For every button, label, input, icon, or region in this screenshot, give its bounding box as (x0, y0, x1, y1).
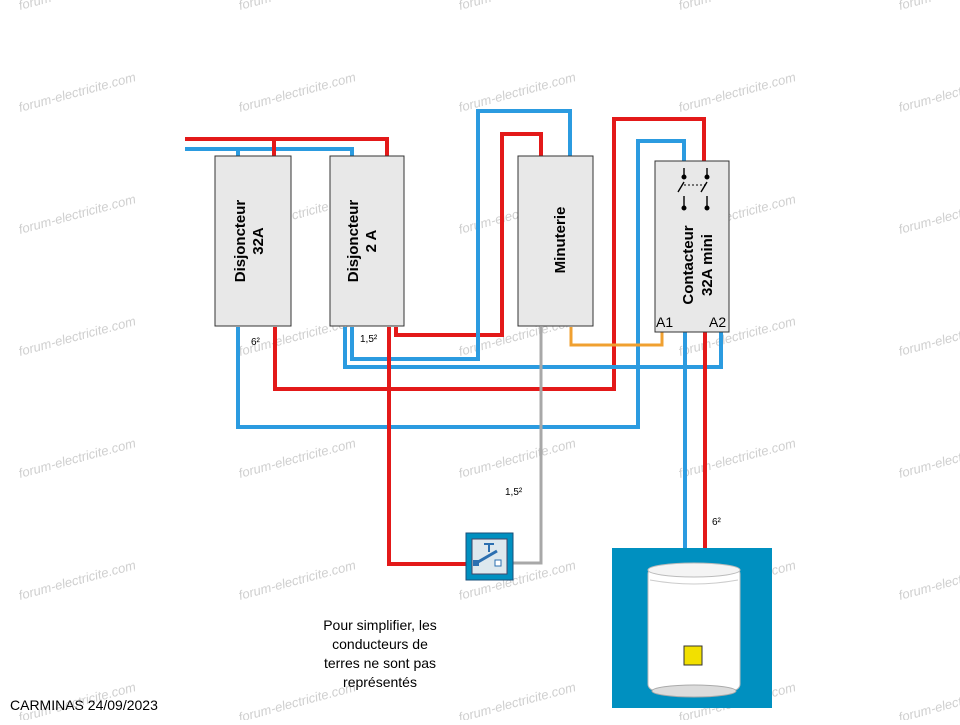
watermark-text: forum-electricite.com (897, 557, 960, 603)
watermark-text: forum-electricite.com (457, 435, 578, 481)
wires (185, 109, 723, 566)
contactor-module: Contacteur 32A mini A1 A2 (654, 160, 730, 333)
timer-output-wire (569, 327, 664, 347)
watermark-text: forum-electricite.com (17, 0, 138, 13)
note-line-1: Pour simplifier, les (323, 617, 437, 633)
contactor-label-1: Contacteur (680, 225, 697, 304)
watermark-text: forum-electricite.com (897, 313, 960, 359)
breaker-32a-module: Disjoncteur 32A (214, 155, 292, 327)
push-button-icon (465, 532, 514, 581)
note-line-2: conducteurs de (332, 636, 428, 652)
watermark-text: forum-electricite.com (237, 0, 358, 13)
watermark-text: forum-electricite.com (677, 0, 798, 13)
breaker2-phase-out (394, 132, 543, 337)
watermark-text: forum-electricite.com (457, 679, 578, 720)
contactor-box (654, 160, 730, 333)
watermark-text: forum-electricite.com (17, 191, 138, 237)
cable-section-32a: 6² (251, 337, 261, 348)
contactor-terminal-a2: A2 (709, 314, 726, 330)
watermark-text: forum-electricite.com (17, 313, 138, 359)
timer-box (517, 155, 594, 327)
breaker32-phase-out (273, 117, 706, 391)
timer-label: Minuterie (552, 207, 569, 274)
note-line-3: terres ne sont pas (323, 655, 437, 671)
breaker-32a-box (214, 155, 292, 327)
contactor-terminal-a1: A1 (656, 314, 673, 330)
watermark-text: forum-electricite.com (237, 69, 358, 115)
breaker-32a-label-1: Disjoncteur (232, 200, 249, 283)
breaker32-neutral-out (236, 139, 686, 429)
watermark-layer: forum-electricite.com forum-electricite.c… (17, 0, 960, 725)
author-credit: CARMINAS 24/09/2023 (10, 697, 158, 713)
water-heater-icon (612, 548, 772, 708)
contactor-label-2: 32A mini (699, 234, 716, 296)
supply-neutral-wire (185, 147, 354, 156)
watermark-text: forum-electricite.com (897, 679, 960, 720)
watermark-text: forum-electricite.com (677, 69, 798, 115)
breaker2-neutral-to-a2 (343, 327, 723, 369)
watermark-text: forum-electricite.com (237, 435, 358, 481)
breaker-32a-label-2: 32A (250, 227, 267, 255)
timer-module: Minuterie (517, 155, 594, 327)
watermark-text: forum-electricite.com (457, 0, 578, 13)
cable-section-2a: 1,5² (360, 334, 378, 345)
breaker-2a-box (329, 155, 405, 327)
cable-section-heater: 6² (712, 517, 722, 528)
cable-section-push-button: 1,5² (505, 487, 523, 498)
watermark-text: forum-electricite.com (897, 191, 960, 237)
breaker-2a-label-1: Disjoncteur (345, 200, 362, 283)
contactor-switch-icon (677, 168, 710, 211)
breaker2-neutral-out (350, 109, 572, 361)
watermark-text: forum-electricite.com (677, 435, 798, 481)
push-button-phase-wire (387, 327, 470, 566)
watermark-text: forum-electricite.com (17, 435, 138, 481)
watermark-text: forum-electricite.com (897, 69, 960, 115)
watermark-text: forum-electricite.com (17, 69, 138, 115)
push-button-return-wire (508, 327, 543, 565)
watermark-text: forum-electricite.com (897, 435, 960, 481)
watermark-text: forum-electricite.com (897, 0, 960, 13)
note-line-4: représentés (343, 674, 417, 690)
watermark-text: forum-electricite.com (457, 69, 578, 115)
watermark-text: forum-electricite.com (17, 557, 138, 603)
breaker-2a-label-2: 2 A (363, 229, 380, 252)
breaker-2a-module: Disjoncteur 2 A (329, 155, 405, 327)
watermark-text: forum-electricite.com (237, 557, 358, 603)
earthing-note: Pour simplifier, les conducteurs de terr… (300, 616, 460, 692)
supply-phase-wire (185, 137, 389, 156)
